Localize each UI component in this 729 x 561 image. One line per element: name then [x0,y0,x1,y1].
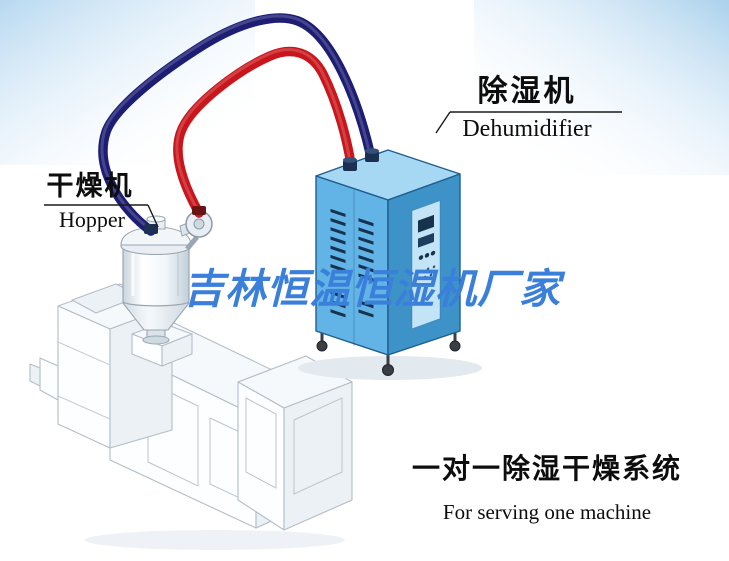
panel-dot [432,265,436,269]
hose-fitting [343,160,357,171]
hopper-body [122,245,190,307]
hose-fitting-top [343,157,357,163]
extruder-illustration [29,283,353,550]
extruder-seam-line [57,341,111,366]
extruder-cabinet-side [283,381,353,531]
hose-fitting-top [365,148,379,154]
wheel [316,340,328,352]
control-panel-strip [411,200,441,330]
caption-en: For serving one machine [443,500,651,524]
display-screen [418,214,434,233]
control-panel [411,200,441,330]
extruder-cabinet-panel [293,397,343,495]
panel-button [418,255,424,260]
blower-return-duct [185,235,199,251]
return-air-hose-navy [98,13,376,236]
extruder-die-tip [29,363,41,387]
watermark-text: 吉林恒温恒湿机厂家 [183,266,566,312]
caption-zh: 一对一除湿干燥系统 [412,452,682,484]
extruder-seam-line [57,395,111,420]
hopper-label-en: Hopper [59,207,126,232]
hopper-label: 干燥机 Hopper [44,171,159,232]
vent-louvers [330,208,374,324]
wheel [449,340,461,352]
label-leader-line [435,111,451,134]
display-secondary [418,232,434,248]
extruder-cabinet-panel-front [245,397,277,489]
hoses [98,13,379,236]
caster-wheels [316,330,461,376]
hose-highlight [100,14,372,231]
sky-wash-top-left [0,0,255,165]
wheel [382,364,394,376]
panel-button [430,250,436,256]
dehumidifier-label: 除湿机 Dehumidifier [435,74,622,142]
panel-dot [423,275,427,279]
hopper-throat-side [161,333,193,367]
hose-fitting-hopper [144,224,158,234]
hose-fitting [365,151,379,162]
extruder-die [39,357,59,401]
panel-dot [426,267,430,271]
panel-dot [429,273,433,277]
dehumidifier-label-en: Dehumidifier [462,116,591,142]
panel-dot [420,269,424,273]
panel-button [424,253,430,258]
hose-fitting-blower [192,206,206,215]
hopper-illustration [120,210,213,345]
system-caption: 一对一除湿干燥系统 For serving one machine [412,452,682,524]
hopper-flange [142,335,170,345]
hopper-label-zh: 干燥机 [47,171,134,201]
extruder-gearbox-front [57,305,111,449]
label-leader-line [147,204,159,228]
dehumidifier-label-zh: 除湿机 [478,74,577,108]
extruder-shadow [85,530,345,550]
hose-highlight [175,48,352,213]
sky-wash-top-right [474,0,729,175]
dry-air-hose-red [173,46,356,218]
dehumidifier-illustration [298,149,482,380]
blower-hub [193,218,205,230]
